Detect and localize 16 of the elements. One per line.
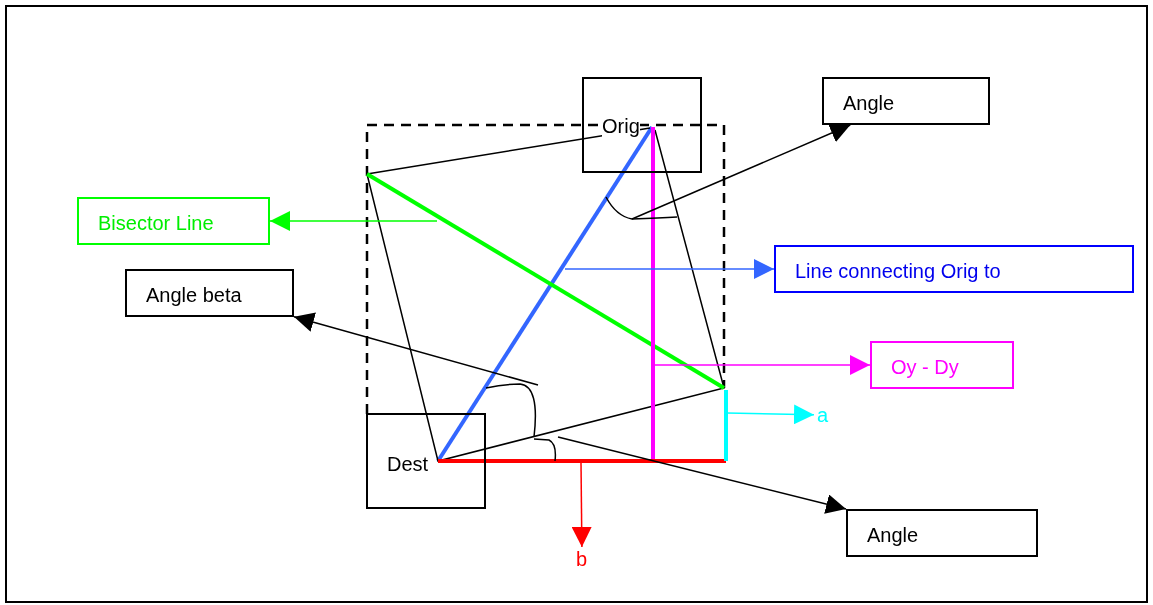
leader-arrow — [564, 259, 775, 279]
callout-box: Line connecting Orig to — [774, 245, 1134, 293]
callout-box: Angle — [822, 77, 990, 125]
callout-box: Angle — [846, 509, 1038, 557]
leader-arrow — [269, 211, 438, 231]
leader-arrow — [653, 355, 871, 375]
callout-box: Bisector Line — [77, 197, 270, 245]
leader-arrow — [293, 312, 539, 386]
leader-arrow — [571, 461, 592, 548]
callout-box: Oy - Dy — [870, 341, 1014, 389]
leader-arrow — [557, 436, 847, 514]
leader-arrow — [631, 123, 851, 220]
vertex-label-box: Orig — [582, 77, 702, 173]
vertex-label-box: Dest — [366, 413, 486, 509]
leader-arrow — [726, 404, 815, 425]
callout-box: Angle beta — [125, 269, 294, 317]
